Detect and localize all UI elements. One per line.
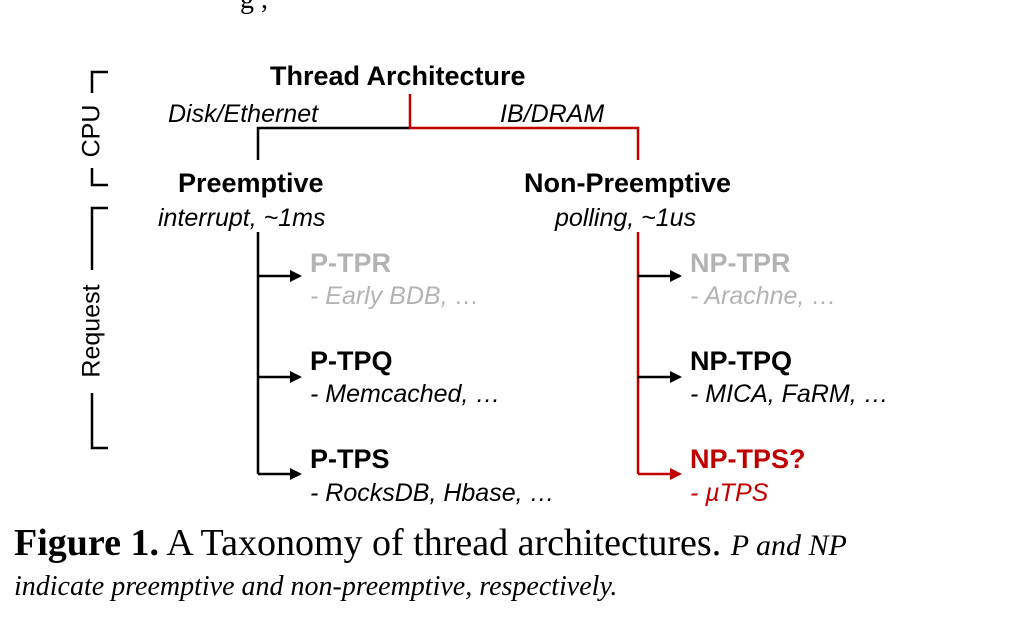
caption-text: A Taxonomy of thread architectures. — [166, 522, 722, 564]
leaf-p-tpr-examples: - Early BDB, … — [310, 282, 480, 310]
leaf-np-tps-examples: - µTPS — [690, 479, 769, 507]
request-axis-label: Request — [77, 284, 106, 378]
edge-root-to-non-preemptive — [408, 94, 640, 160]
caption-figure-label: Figure 1. — [14, 522, 159, 564]
cpu-axis-label: CPU — [77, 104, 106, 158]
request-bracket-bottom — [90, 393, 108, 450]
request-bracket-top — [90, 206, 108, 270]
branch-non-preemptive-desc: polling, ~1us — [555, 204, 697, 232]
root-title: Thread Architecture — [270, 61, 526, 91]
caption-italic-rest: indicate preemptive and non-preemptive, … — [14, 571, 618, 602]
branch-non-preemptive-name: Non-Preemptive — [524, 168, 732, 198]
leaf-p-tpr-name: P-TPR — [310, 248, 391, 278]
leaf-np-tpq-examples: - MICA, FaRM, … — [690, 380, 889, 408]
clipped-top-text: g , — [240, 0, 268, 14]
leaf-p-tpq-examples: - Memcached, … — [310, 380, 501, 408]
leaf-np-tps-name: NP-TPS? — [690, 444, 806, 474]
figure-caption: Figure 1. A Taxonomy of thread architect… — [14, 521, 1004, 603]
cpu-bracket — [90, 70, 108, 93]
leaf-p-tps-examples: - RocksDB, Hbase, … — [310, 479, 555, 507]
caption-italic-start: P and NP — [730, 529, 847, 562]
edge-label-disk-ethernet: Disk/Ethernet — [168, 100, 319, 128]
leaf-np-tpq-name: NP-TPQ — [690, 346, 793, 376]
branch-preemptive-desc: interrupt, ~1ms — [158, 204, 326, 232]
leaf-p-tpq-name: P-TPQ — [310, 346, 393, 376]
leaf-np-tpr-name: NP-TPR — [690, 248, 791, 278]
edge-label-ib-dram: IB/DRAM — [500, 100, 605, 128]
edge-root-to-preemptive — [256, 126, 410, 160]
leaf-np-tpr-examples: - Arachne, … — [690, 282, 837, 310]
branch-preemptive-name: Preemptive — [178, 168, 324, 198]
leaf-p-tps-name: P-TPS — [310, 444, 390, 474]
cpu-bracket-bottom — [90, 168, 108, 187]
